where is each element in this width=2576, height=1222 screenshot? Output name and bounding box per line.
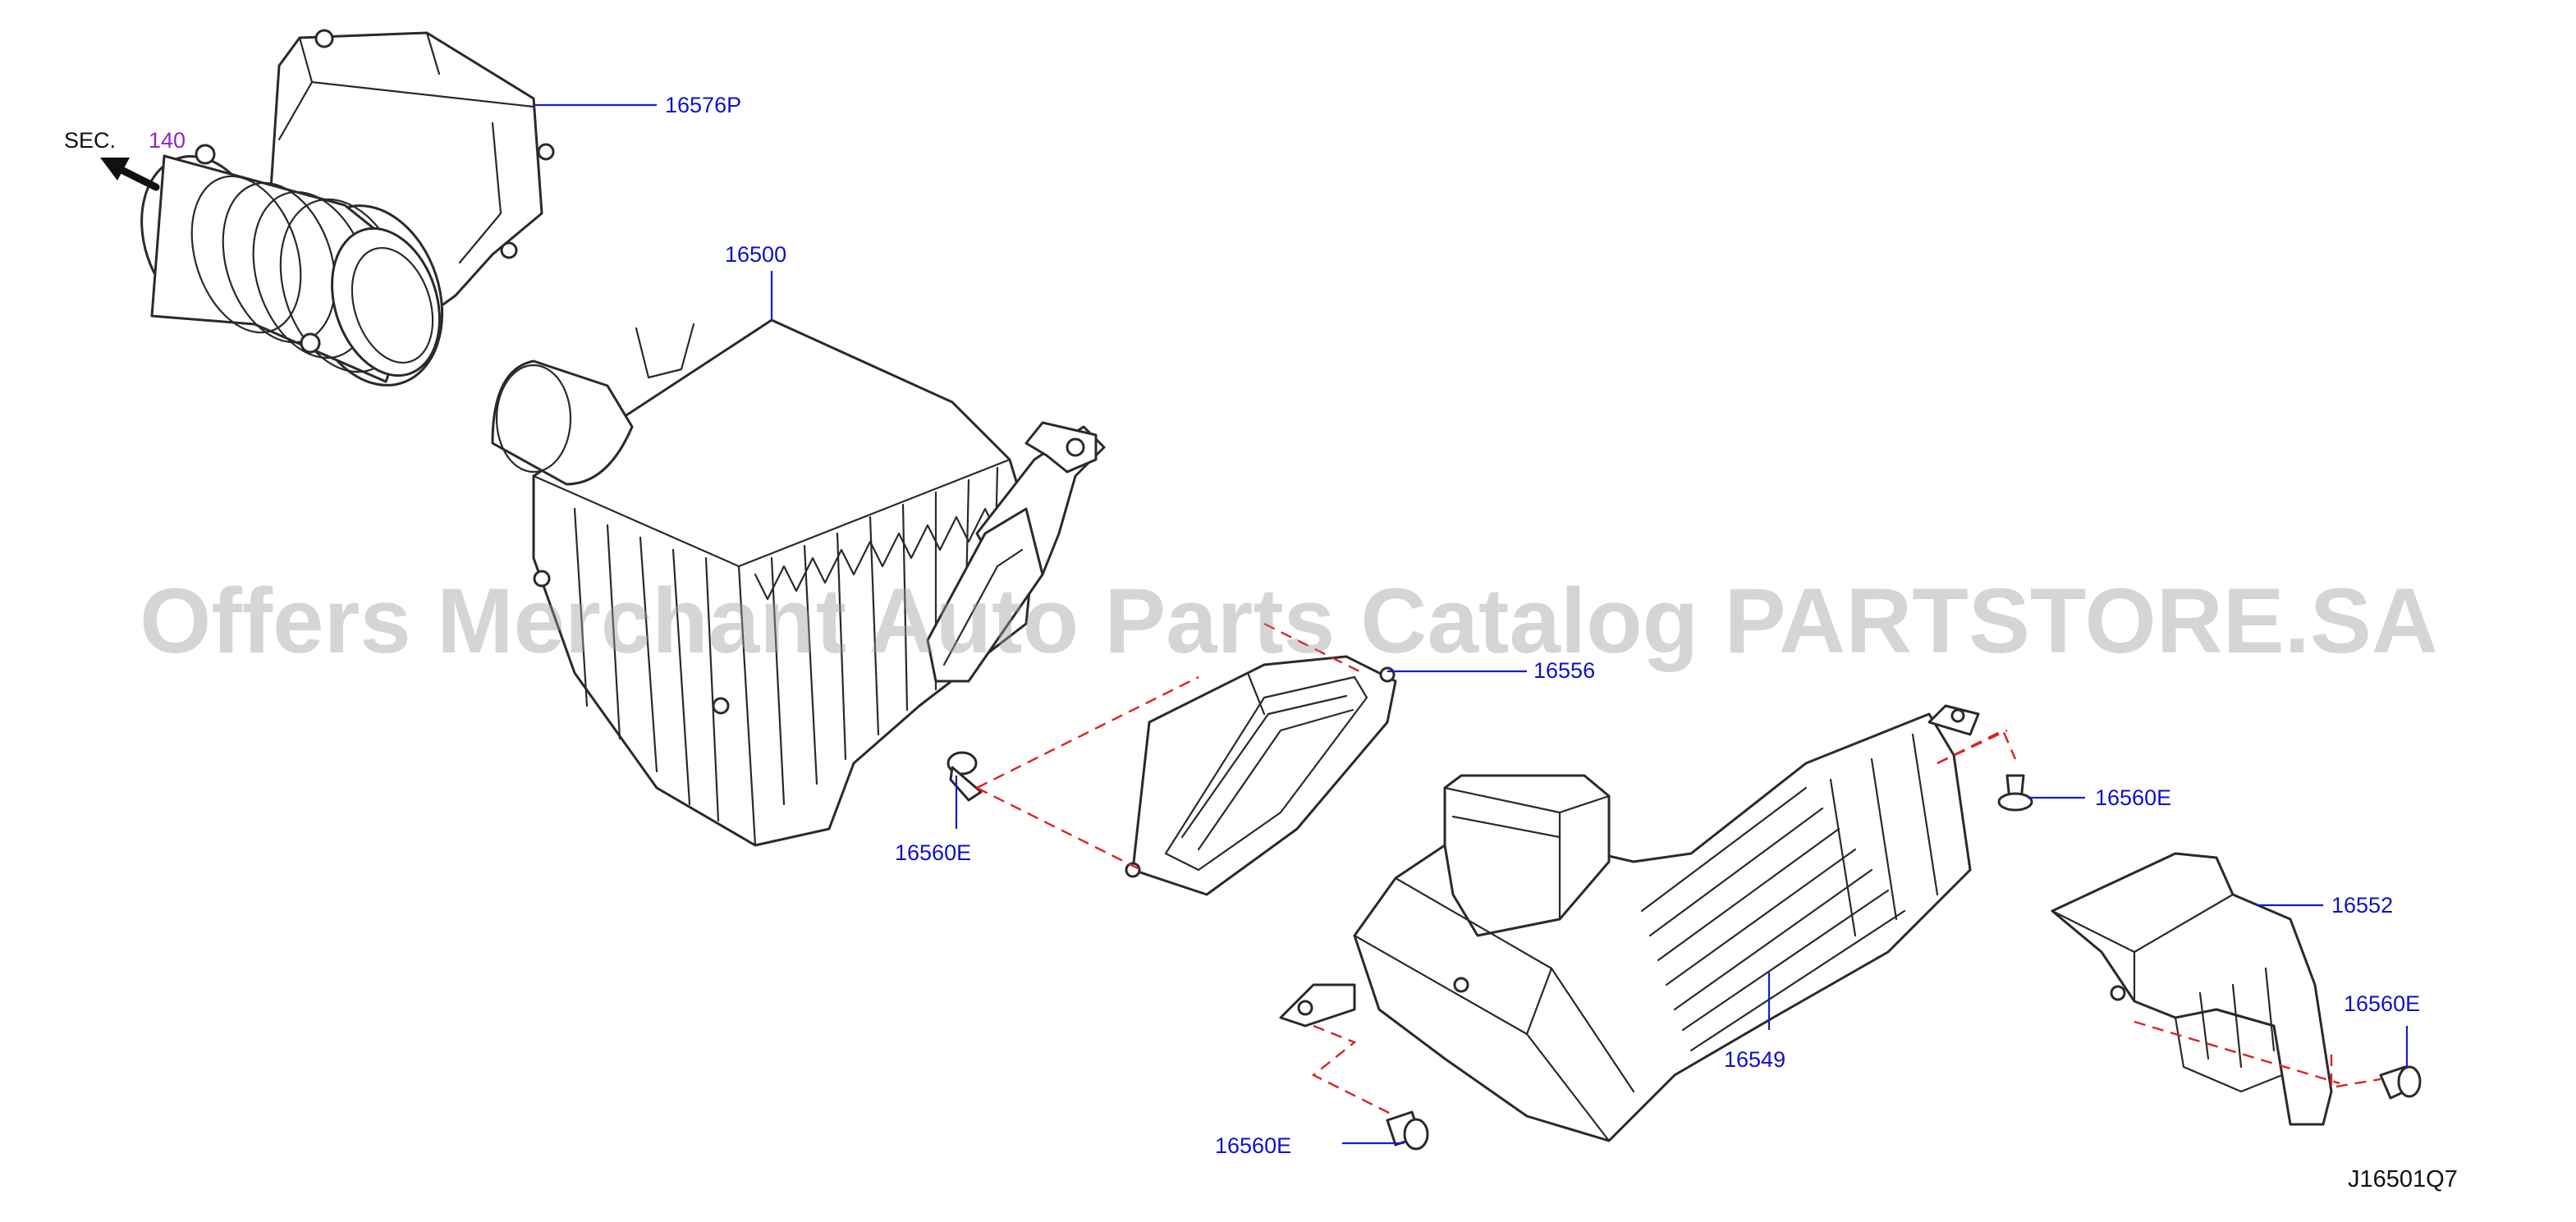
callout-16549[interactable]: 16549	[1724, 1047, 1785, 1072]
watermark: Offers Merchant Auto Parts Catalog PARTS…	[140, 570, 2438, 672]
callout-16552[interactable]: 16552	[2331, 893, 2393, 918]
resonator[interactable]	[1279, 704, 1980, 1142]
clip-bottom[interactable]	[1386, 1110, 1429, 1151]
air-inlet-seal[interactable]	[1125, 655, 1397, 896]
callout-16560e-bottom[interactable]: 16560E	[1215, 1133, 1291, 1158]
callout-16576p[interactable]: 16576P	[665, 93, 741, 117]
section-arrow-icon	[100, 158, 160, 191]
callout-16556[interactable]: 16556	[1533, 658, 1595, 683]
assembly-guides	[976, 622, 2381, 1118]
leader-lines	[534, 103, 2409, 1145]
clip-right-upper[interactable]	[1997, 774, 2033, 812]
air-cleaner-box[interactable]	[491, 318, 1106, 847]
air-duct[interactable]	[2051, 852, 2333, 1126]
clip-left[interactable]	[947, 751, 983, 802]
intake-duct[interactable]	[121, 29, 555, 403]
diagram-code: J16501Q7	[2348, 1166, 2458, 1192]
callout-16560e-right-lower[interactable]: 16560E	[2344, 991, 2420, 1016]
callout-16560e-left[interactable]: 16560E	[895, 840, 971, 865]
section-ref-number[interactable]: 140	[149, 128, 186, 153]
callout-16560e-right-upper[interactable]: 16560E	[2095, 785, 2171, 810]
clip-right-lower[interactable]	[2379, 1065, 2422, 1100]
callout-16500[interactable]: 16500	[725, 242, 786, 267]
section-ref-prefix: SEC.	[64, 128, 116, 153]
